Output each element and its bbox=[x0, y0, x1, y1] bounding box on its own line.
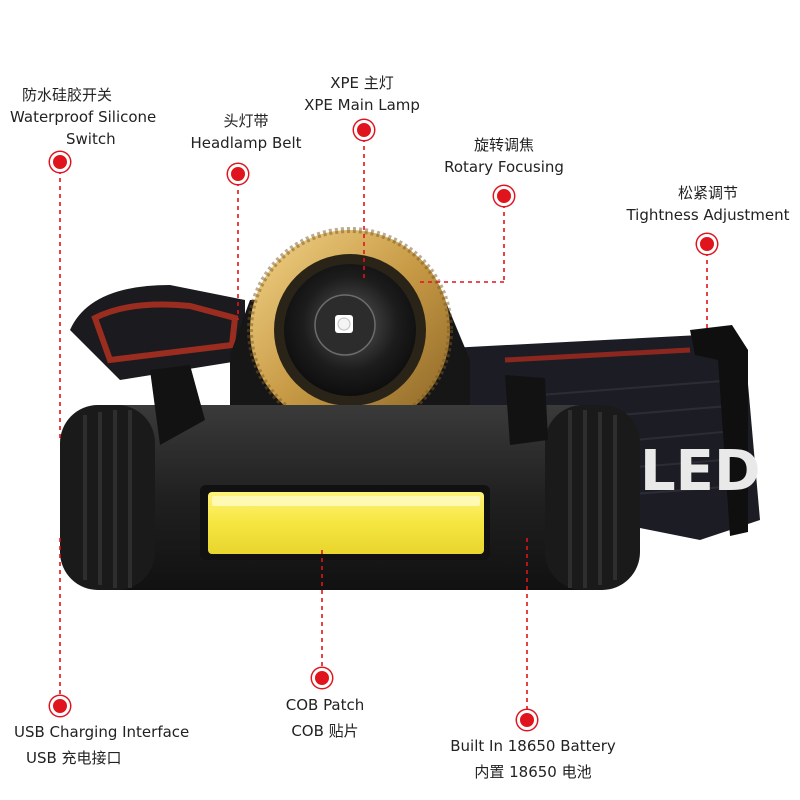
callout-usb: USB Charging Interface USB 充电接口 bbox=[14, 723, 190, 767]
callout-cob: COB Patch COB 贴片 bbox=[285, 696, 365, 740]
callout-rotary: 旋转调焦 Rotary Focusing bbox=[444, 136, 564, 176]
marker-tightness-dot bbox=[697, 234, 717, 254]
marker-switch-dot bbox=[50, 152, 70, 172]
marker-cob-dot bbox=[312, 668, 332, 688]
callout-switch: 防水硅胶开关 Waterproof Silicone Switch bbox=[10, 86, 157, 148]
callout-belt: 头灯带 Headlamp Belt bbox=[190, 112, 302, 152]
marker-battery-dot bbox=[517, 710, 537, 730]
marker-rotary-dot bbox=[494, 186, 514, 206]
cob-panel bbox=[208, 492, 484, 554]
band-led-text: LED bbox=[640, 439, 760, 504]
callout-battery: Built In 18650 Battery 内置 18650 电池 bbox=[450, 737, 616, 781]
callout-xpe: XPE 主灯 XPE Main Lamp bbox=[304, 74, 420, 114]
callout-tightness: 松紧调节 Tightness Adjustment bbox=[626, 184, 790, 224]
leader-lines bbox=[59, 130, 708, 720]
marker-belt-dot bbox=[228, 164, 248, 184]
marker-xpe-dot bbox=[354, 120, 374, 140]
band-left bbox=[70, 285, 245, 380]
marker-usb-dot bbox=[50, 696, 70, 716]
